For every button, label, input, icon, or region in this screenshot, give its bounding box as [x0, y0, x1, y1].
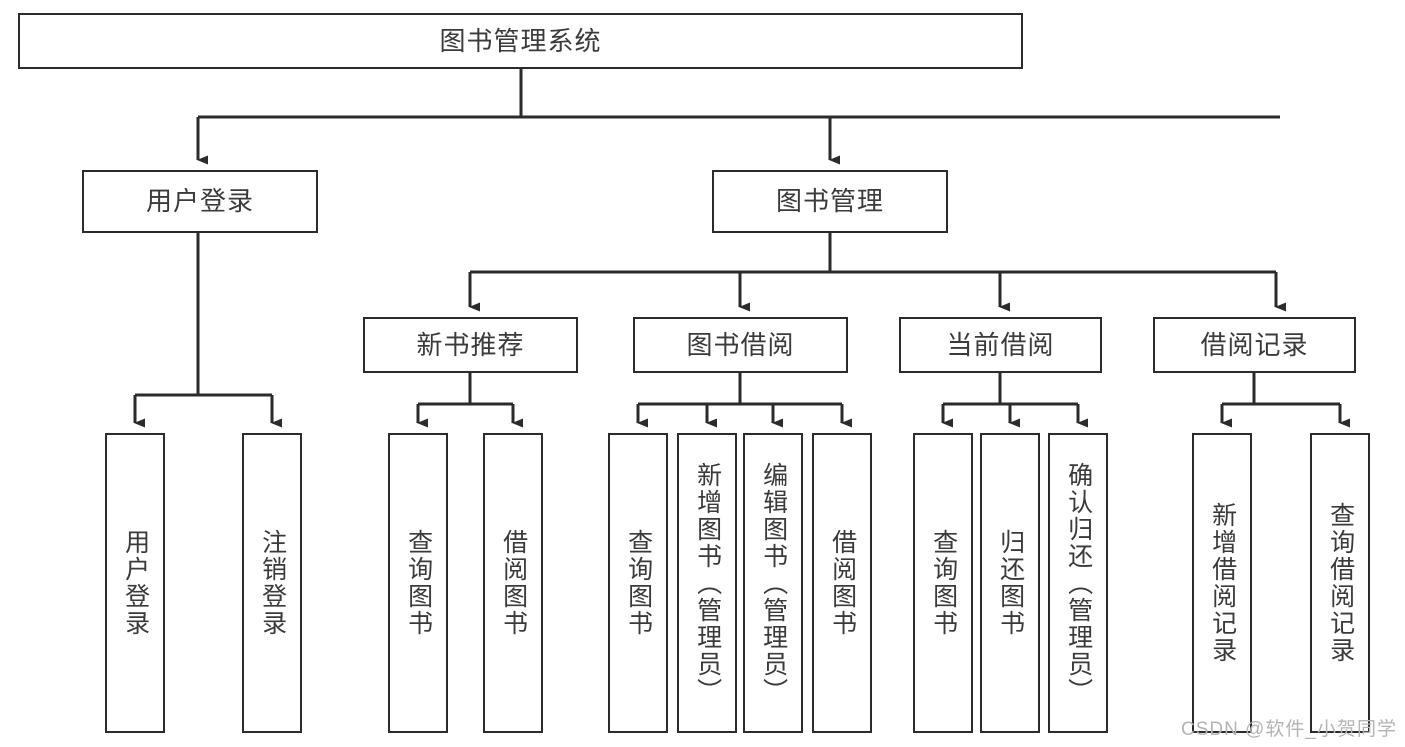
- leaf-borrow-book-1-label: 借阅图书: [499, 529, 528, 637]
- leaf-add-record-label: 新增借阅记录: [1208, 502, 1237, 664]
- leaf-confirm-return-label: 确认归还（管理员）: [1064, 461, 1093, 705]
- leaf-query-book-2-label: 查询图书: [624, 529, 653, 637]
- node-current-borrow[interactable]: 当前借阅: [899, 317, 1102, 373]
- node-root[interactable]: 图书管理系统: [18, 13, 1023, 69]
- leaf-query-record-label: 查询借阅记录: [1326, 502, 1355, 664]
- node-borrow-record[interactable]: 借阅记录: [1153, 317, 1356, 373]
- leaf-query-book-3[interactable]: 查询图书: [913, 433, 973, 733]
- leaf-add-record[interactable]: 新增借阅记录: [1192, 433, 1252, 733]
- node-new-book-recommend-label: 新书推荐: [416, 329, 525, 360]
- node-borrow-record-label: 借阅记录: [1200, 329, 1309, 360]
- leaf-confirm-return[interactable]: 确认归还（管理员）: [1048, 433, 1108, 733]
- leaf-return-book-label: 归还图书: [996, 529, 1025, 637]
- node-current-borrow-label: 当前借阅: [946, 329, 1055, 360]
- leaf-borrow-book-1[interactable]: 借阅图书: [483, 433, 543, 733]
- leaf-query-book-1[interactable]: 查询图书: [388, 433, 448, 733]
- node-book-borrow-label: 图书借阅: [686, 329, 795, 360]
- leaf-query-book-1-label: 查询图书: [404, 529, 433, 637]
- leaf-user-login[interactable]: 用户登录: [105, 433, 165, 733]
- node-book-borrow[interactable]: 图书借阅: [633, 317, 848, 373]
- leaf-edit-book[interactable]: 编辑图书（管理员）: [743, 433, 803, 733]
- leaf-borrow-book-2[interactable]: 借阅图书: [812, 433, 872, 733]
- leaf-edit-book-label: 编辑图书（管理员）: [759, 461, 788, 705]
- leaf-user-login-label: 用户登录: [121, 529, 150, 637]
- node-book-management-label: 图书管理: [775, 186, 884, 217]
- leaf-borrow-book-2-label: 借阅图书: [828, 529, 857, 637]
- leaf-query-book-3-label: 查询图书: [929, 529, 958, 637]
- node-root-label: 图书管理系统: [439, 25, 602, 56]
- csdn-watermark: CSDN @软件_小贺同学: [1181, 719, 1397, 740]
- leaf-add-book[interactable]: 新增图书（管理员）: [677, 433, 737, 733]
- leaf-add-book-label: 新增图书（管理员）: [693, 461, 722, 705]
- node-user-login-label: 用户登录: [145, 186, 254, 217]
- node-new-book-recommend[interactable]: 新书推荐: [363, 317, 578, 373]
- leaf-query-record[interactable]: 查询借阅记录: [1310, 433, 1370, 733]
- leaf-query-book-2[interactable]: 查询图书: [608, 433, 668, 733]
- leaf-return-book[interactable]: 归还图书: [980, 433, 1040, 733]
- node-book-management[interactable]: 图书管理: [712, 170, 948, 233]
- node-user-login[interactable]: 用户登录: [82, 170, 318, 233]
- leaf-user-logout-label: 注销登录: [258, 529, 287, 637]
- leaf-user-logout[interactable]: 注销登录: [242, 433, 302, 733]
